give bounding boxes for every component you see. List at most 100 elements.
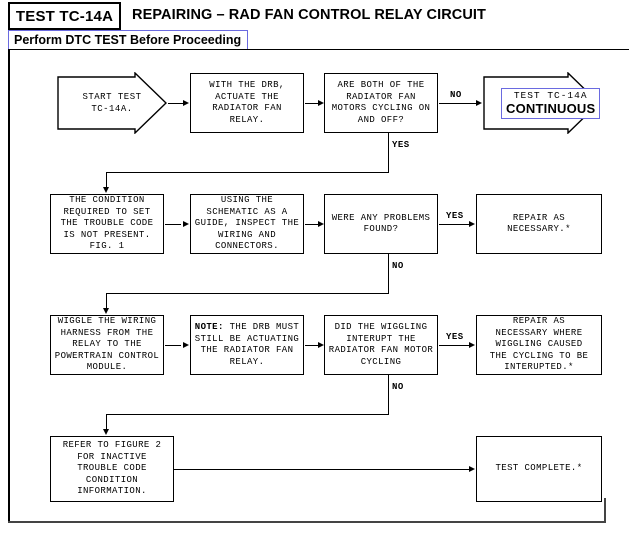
r3c1-line-2: HARNESS FROM THE (60, 327, 154, 338)
decision-problems-found: WERE ANY PROBLEMS FOUND? (324, 194, 438, 254)
frame-bottom-rule (8, 521, 606, 523)
step-test-complete: TEST COMPLETE.* (476, 436, 602, 502)
r3c3-line-4: CYCLING (360, 356, 402, 367)
arrowhead-icon (318, 220, 324, 227)
r3c2-line-4: RELAY. (229, 356, 265, 367)
r4c4-line-1: TEST COMPLETE.* (495, 463, 583, 474)
branch-label-yes-2: YES (446, 211, 464, 221)
continuous-arrow-block: TEST TC-14A CONTINUOUS (483, 72, 601, 134)
arrowhead-icon (183, 220, 189, 227)
connector-r1-to-r2-horizontal (106, 172, 389, 173)
arrowhead-icon (469, 465, 475, 472)
prerequisite-label: Perform DTC TEST Before Proceeding (14, 33, 242, 47)
r2c4-line-2: NECESSARY.* (507, 224, 571, 234)
r2c1-line-1: THE CONDITION (69, 195, 145, 206)
connector-r2c2-to-r2c3 (305, 224, 321, 225)
r3c1-line-1: WIGGLE THE WIRING (57, 316, 157, 327)
connector-r1c3-yes-down (388, 133, 389, 173)
frame-right-rule (604, 498, 606, 523)
connector-into-r4c1 (106, 414, 107, 430)
connector-into-r3c1 (106, 293, 107, 309)
r3c2-line-3: THE RADIATOR FAN (200, 345, 294, 355)
note-label: NOTE: (194, 322, 224, 332)
r2c2-line-3: GUIDE, INSPECT THE (194, 218, 300, 229)
branch-label-no-2: NO (392, 261, 404, 271)
branch-label-no-1: NO (450, 90, 462, 100)
r3c1-line-4: POWERTRAIN CONTROL (54, 350, 160, 361)
r3c3-line-2: INTERUPT THE (346, 333, 416, 344)
connector-r3-to-r4-horizontal (106, 414, 389, 415)
arrow-shape-icon (483, 72, 600, 134)
connector-start-to-r1c2 (168, 103, 184, 104)
decision-wiggling-interrupt: DID THE WIGGLING INTERUPT THE RADIATOR F… (324, 315, 438, 375)
connector-r3c1-to-r3c2 (165, 345, 181, 346)
r1c3-line-2: RADIATOR FAN (346, 91, 416, 102)
r3c1-line-5: MODULE. (86, 362, 128, 373)
r2c3-line-1: WERE ANY PROBLEMS (331, 212, 431, 223)
r1c2-line-3: RADIATOR FAN (212, 103, 282, 113)
connector-r3c2-to-r3c3 (305, 345, 321, 346)
r1c2-line-4: RELAY. (229, 114, 265, 125)
note-drb-still-actuating: NOTE: THE DRB MUST STILL BE ACTUATING TH… (190, 315, 304, 375)
r3c4-line-5: INTERUPTED.* (504, 362, 574, 373)
step-condition-not-present: THE CONDITION REQUIRED TO SET THE TROUBL… (50, 194, 164, 254)
test-id-badge: TEST TC-14A (8, 2, 121, 30)
r3c3-line-1: DID THE WIGGLING (334, 322, 428, 332)
connector-r3c3-yes-to-r3c4 (439, 345, 471, 346)
branch-label-yes-1: YES (392, 140, 410, 150)
connector-r2c1-to-r2c2 (165, 224, 181, 225)
r2c1-line-3: THE TROUBLE CODE (60, 218, 154, 229)
arrowhead-icon (476, 99, 482, 106)
connector-r4c1-to-r4c4 (174, 469, 470, 470)
header-divider (8, 49, 629, 50)
r3c2-line-1-text: THE DRB MUST (223, 322, 300, 332)
r3c2-line-2: STILL BE ACTUATING (194, 333, 300, 344)
r4c1-line-2: FOR INACTIVE (77, 451, 147, 462)
step-repair-wiggling-cause: REPAIR AS NECESSARY WHERE WIGGLING CAUSE… (476, 315, 602, 375)
connector-r2c3-no-down (388, 254, 389, 294)
decision-motors-cycling: ARE BOTH OF THE RADIATOR FAN MOTORS CYCL… (324, 73, 438, 133)
r2c2-line-2: SCHEMATIC AS A (206, 206, 288, 217)
r3c2-line-1: NOTE: THE DRB MUST (194, 322, 300, 334)
prerequisite-callout: Perform DTC TEST Before Proceeding (8, 30, 248, 50)
r1c3-line-3: MOTORS CYCLING ON (331, 103, 431, 113)
r2c3-line-2: FOUND? (363, 224, 399, 234)
arrowhead-icon (469, 220, 475, 227)
arrowhead-icon (102, 187, 109, 193)
r3c3-line-3: RADIATOR FAN MOTOR (328, 345, 434, 355)
connector-r2-to-r3-horizontal (106, 293, 389, 294)
r3c4-line-1: REPAIR AS (512, 316, 566, 327)
connector-r1c3-no-to-continuous (439, 103, 477, 104)
r1c2-line-2: ACTUATE THE (215, 91, 279, 102)
r4c1-line-1: REFER TO FIGURE 2 (62, 440, 162, 451)
page-title: REPAIRING – RAD FAN CONTROL RELAY CIRCUI… (132, 7, 487, 23)
start-arrow-block: START TEST TC-14A. (57, 72, 167, 134)
r2c1-line-4: IS NOT PRESENT. (63, 229, 151, 240)
arrowhead-icon (183, 341, 189, 348)
r4c1-line-5: INFORMATION. (77, 486, 147, 497)
step-refer-to-figure-2: REFER TO FIGURE 2 FOR INACTIVE TROUBLE C… (50, 436, 174, 502)
r4c1-line-4: CONDITION (85, 474, 139, 485)
arrowhead-icon (102, 429, 109, 435)
r3c4-line-2: NECESSARY WHERE (495, 327, 583, 338)
step-inspect-wiring: USING THE SCHEMATIC AS A GUIDE, INSPECT … (190, 194, 304, 254)
r3c4-line-4: THE CYCLING TO BE (489, 350, 589, 361)
connector-r2c3-yes-to-r2c4 (439, 224, 471, 225)
arrowhead-icon (318, 99, 324, 106)
step-actuate-relay: WITH THE DRB, ACTUATE THE RADIATOR FAN R… (190, 73, 304, 133)
frame-left-rule (8, 49, 10, 523)
r2c1-line-5: FIG. 1 (89, 241, 125, 252)
arrowhead-icon (183, 99, 189, 106)
r2c2-line-5: CONNECTORS. (215, 241, 279, 252)
r1c2-line-1: WITH THE DRB, (209, 80, 285, 90)
test-id-label: TEST TC-14A (15, 7, 114, 25)
arrowhead-icon (318, 341, 324, 348)
branch-label-no-3: NO (392, 382, 404, 392)
r2c2-line-1: USING THE (220, 195, 274, 206)
r4c1-line-3: TROUBLE CODE (77, 463, 147, 474)
r1c3-line-4: AND OFF? (357, 114, 405, 125)
connector-into-r2c1 (106, 172, 107, 188)
step-wiggle-harness: WIGGLE THE WIRING HARNESS FROM THE RELAY… (50, 315, 164, 375)
step-repair-as-necessary: REPAIR AS NECESSARY.* (476, 194, 602, 254)
r3c1-line-3: RELAY TO THE (72, 339, 142, 350)
